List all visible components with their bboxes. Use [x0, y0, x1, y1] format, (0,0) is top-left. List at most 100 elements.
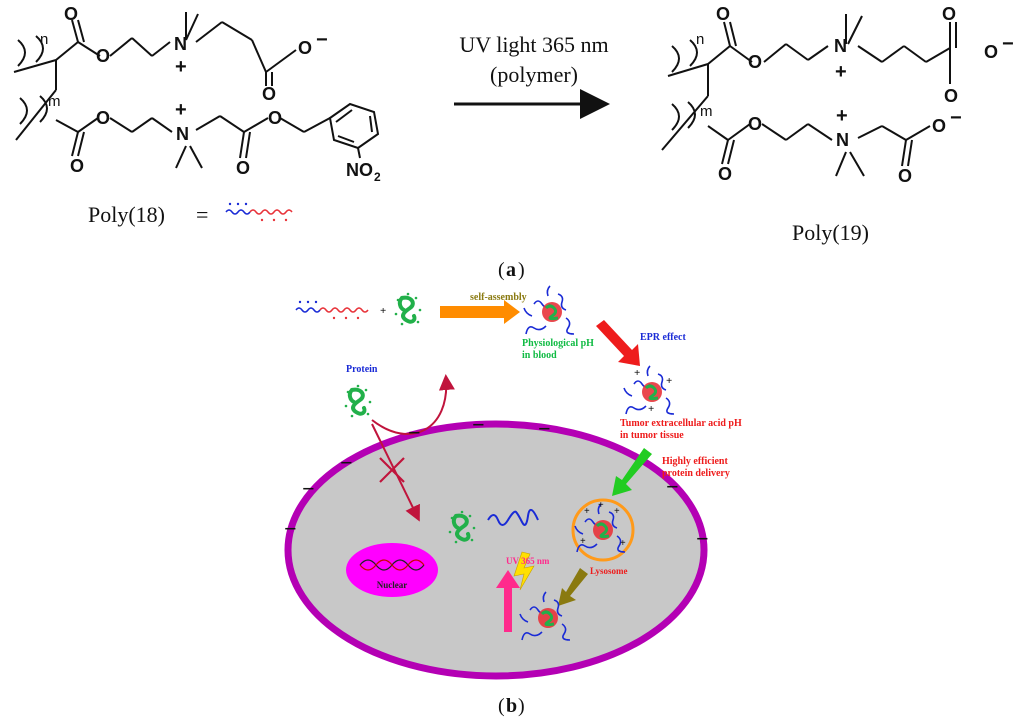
charge-plus: + — [666, 375, 672, 387]
subscript-n: n — [40, 31, 48, 48]
atom-o: O — [716, 4, 730, 24]
atom-o: O — [268, 108, 282, 128]
charge-plus: + — [598, 500, 604, 511]
nucleus-label: Nuclear — [377, 580, 408, 590]
atom-o: O — [96, 46, 110, 66]
lysosome-label: Lysosome — [590, 566, 628, 576]
arrow-condition-uv: UV light 365 nm — [459, 32, 608, 57]
panel-b-label: ( b ) — [498, 695, 525, 717]
atom-n: N — [836, 130, 849, 150]
nucleus — [346, 543, 438, 597]
paren-close: ) — [518, 259, 525, 281]
nitro-subscript: 2 — [374, 170, 381, 184]
lysosome-charges: + + + + + — [580, 500, 626, 549]
free-protein — [342, 382, 374, 420]
uv-arrow — [496, 570, 520, 632]
atom-o: O — [298, 38, 312, 58]
charge-plus: + — [835, 61, 847, 83]
charge-plus: + — [584, 506, 590, 517]
poly18-chain-icon — [225, 202, 293, 222]
epr-arrow — [596, 320, 640, 366]
lightning-icon — [513, 551, 535, 591]
delivery-label-2: protein delivery — [662, 468, 730, 479]
charge-plus: + — [634, 367, 640, 379]
atom-o: O — [942, 4, 956, 24]
atom-o: O — [236, 158, 250, 178]
self-assembly-label: self-assembly — [470, 292, 527, 303]
subscript-n: n — [696, 31, 704, 48]
charge-minus: − — [696, 526, 709, 551]
charge-plus: + — [614, 506, 620, 517]
charge-minus: − — [302, 476, 315, 501]
micelle-charges: + + + — [634, 367, 672, 415]
plus-sign: + — [380, 305, 386, 317]
polymer-chain — [295, 300, 369, 320]
charge-plus: + — [580, 536, 586, 547]
self-assembly-arrow — [440, 300, 520, 324]
reactant-atoms: O O N + O O − O O N + O O NO 2 n m — [40, 4, 381, 184]
delivery-label-1: Highly efficient — [662, 456, 728, 467]
charge-minus: − — [950, 107, 962, 129]
uv-label: UV 365 nm — [506, 556, 550, 566]
epr-label: EPR effect — [640, 332, 686, 343]
paren-open: ( — [498, 259, 505, 281]
arrow-condition-polymer: (polymer) — [490, 62, 578, 87]
atom-n: N — [834, 36, 847, 56]
charge-minus: − — [1002, 33, 1014, 55]
atom-o: O — [932, 116, 946, 136]
delivery-arrow — [612, 448, 652, 496]
protein-molecule — [392, 290, 424, 328]
atom-o: O — [748, 52, 762, 72]
atom-o: O — [96, 108, 110, 128]
charge-minus: − — [340, 450, 353, 475]
poly19-label: Poly(19) — [792, 220, 869, 245]
blocked-arrow — [371, 423, 420, 522]
reactant-structure — [13, 12, 380, 169]
charge-plus: + — [620, 538, 626, 549]
charge-minus: − — [538, 416, 551, 441]
atom-o: O — [898, 166, 912, 186]
paren-close: ) — [518, 695, 525, 717]
atom-o: O — [984, 42, 998, 62]
released-polymer — [487, 509, 539, 526]
rejected-arrow — [371, 374, 455, 436]
product-structure — [661, 14, 957, 177]
charge-minus: − — [284, 516, 297, 541]
atom-n: N — [174, 34, 187, 54]
atom-o: O — [944, 86, 958, 106]
charge-minus: − — [666, 474, 679, 499]
equals-sign: = — [196, 202, 208, 227]
subscript-m: m — [48, 93, 61, 110]
panel-a-label: ( a ) — [498, 259, 525, 281]
charge-plus: + — [648, 403, 654, 415]
atom-o: O — [70, 156, 84, 176]
poly18-label: Poly(18) — [88, 202, 165, 227]
subscript-m: m — [700, 103, 713, 120]
paren-open: ( — [498, 695, 505, 717]
charge-plus: + — [175, 99, 187, 121]
atom-o: O — [64, 4, 78, 24]
membrane-charges: − − − − − − − − — [284, 412, 709, 551]
charge-plus: + — [836, 105, 848, 127]
block-cross — [379, 457, 405, 483]
atom-o: O — [262, 84, 276, 104]
panel-letter: b — [506, 695, 517, 717]
in-blood-label: in blood — [522, 350, 557, 361]
release-arrow — [558, 568, 588, 606]
micelle-blood — [522, 284, 576, 336]
atom-o: O — [748, 114, 762, 134]
physiological-ph-label: Physiological pH — [522, 338, 594, 349]
charge-minus: − — [408, 420, 421, 445]
protein-label: Protein — [346, 364, 378, 375]
panel-letter: a — [506, 259, 516, 281]
cell-membrane — [284, 420, 708, 680]
dna-icon — [359, 559, 425, 571]
charge-plus: + — [175, 56, 187, 78]
tumor-tissue-label: in tumor tissue — [620, 430, 684, 441]
product-atoms: O O N + O O O − O O N + O O − n m — [696, 4, 1014, 186]
nitro-group: NO — [346, 160, 373, 180]
atom-n: N — [176, 124, 189, 144]
charge-minus: − — [472, 412, 485, 437]
charge-minus: − — [316, 29, 328, 51]
